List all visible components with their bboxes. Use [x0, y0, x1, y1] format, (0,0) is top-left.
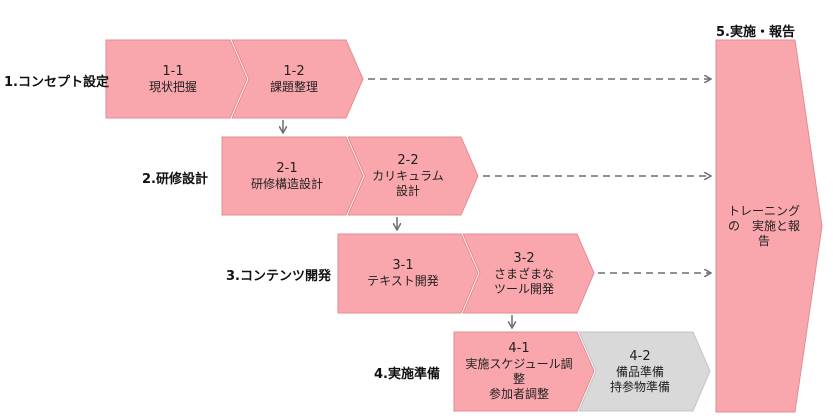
- phase-label-4: 4.実施準備: [374, 367, 440, 382]
- step-text-line: 現状把握: [148, 79, 197, 94]
- final-phase-shape: [715, 39, 823, 413]
- step-text-line: ツール開発: [493, 281, 554, 296]
- step-number: 4-2: [629, 348, 651, 364]
- step-1-2: 1-2 課題整理: [238, 40, 350, 118]
- step-text-line: 持参物準備: [609, 379, 670, 394]
- step-4-2-shape: [578, 331, 711, 412]
- final-text-line: 告: [757, 233, 770, 248]
- step-number: 2-2: [397, 153, 419, 168]
- step-number: 1-2: [283, 63, 305, 79]
- step-number: 3-1: [392, 258, 414, 273]
- step-number: 2-1: [276, 160, 298, 176]
- step-text-line: 整: [512, 372, 525, 386]
- step-text-line: 実施スケジュール調: [465, 357, 573, 371]
- step-text-line: 備品準備: [615, 364, 664, 379]
- step-text-line: 設計: [395, 184, 420, 198]
- step-2-2: 2-2 カリキュラム 設計: [352, 137, 464, 215]
- step-text-line: 研修構造設計: [250, 176, 323, 191]
- final-phase-title: 5.実施・報告: [716, 25, 795, 40]
- final-text-line: トレーニング: [727, 203, 800, 218]
- step-text-line: 課題整理: [269, 79, 318, 94]
- step-3-2-shape: [462, 233, 595, 314]
- step-number: 3-2: [513, 250, 535, 266]
- step-4-1: 4-1 実施スケジュール調 整 参加者調整: [454, 332, 584, 411]
- step-2-2-shape: [347, 136, 479, 216]
- final-phase-text: トレーニング の 実施と報 告: [716, 40, 812, 412]
- final-text-line: の 実施と報: [727, 218, 800, 233]
- step-text-line: テキスト開発: [367, 274, 439, 288]
- phase-label-3: 3.コンテンツ開発: [226, 269, 331, 284]
- phase-label-2: 2.研修設計: [142, 172, 208, 187]
- step-3-1: 3-1 テキスト開発: [342, 234, 464, 313]
- step-4-1-shape: [453, 331, 595, 412]
- step-text-line: さまざまな: [493, 266, 554, 281]
- step-3-1-shape: [337, 233, 479, 314]
- phase-label-1: 1.コンセプト設定: [4, 75, 109, 90]
- step-2-1: 2-1 研修構造設計: [226, 137, 348, 215]
- step-text-line: カリキュラム: [372, 169, 444, 183]
- step-2-1-shape: [221, 136, 364, 216]
- step-1-1: 1-1 現状把握: [112, 40, 234, 118]
- step-number: 1-1: [162, 63, 184, 79]
- step-1-1-shape: [105, 39, 248, 119]
- step-number: 4-1: [508, 341, 530, 356]
- step-3-2: 3-2 さまざまな ツール開発: [468, 234, 580, 313]
- step-4-2: 4-2 備品準備 持参物準備: [584, 332, 696, 411]
- step-text-line: 参加者調整: [488, 387, 549, 401]
- step-1-2-shape: [231, 39, 364, 119]
